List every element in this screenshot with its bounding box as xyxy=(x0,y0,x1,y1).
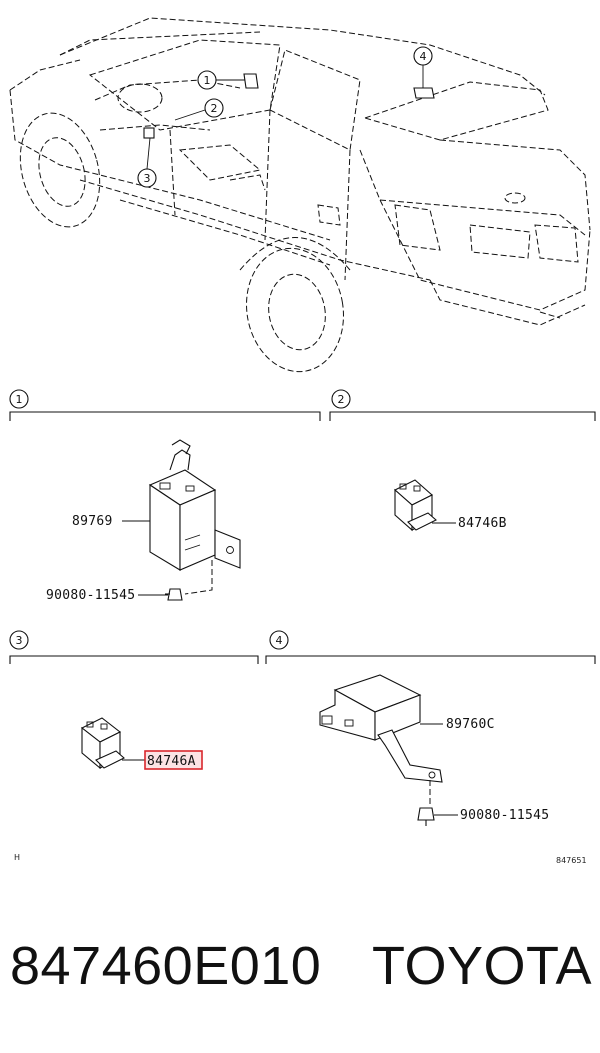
label-90080-11545-a: 90080-11545 xyxy=(46,588,135,603)
label-89769: 89769 xyxy=(72,514,113,529)
section-2-header: 2 xyxy=(329,389,596,421)
svg-text:3: 3 xyxy=(16,634,23,647)
label-89760c: 89760C xyxy=(446,717,495,732)
svg-text:3: 3 xyxy=(144,172,151,185)
svg-text:2: 2 xyxy=(211,102,218,115)
section-4-header: 4 xyxy=(265,630,596,664)
svg-text:1: 1 xyxy=(16,393,23,406)
label-84746a: 84746A xyxy=(147,754,196,769)
label-90080-11545-b: 90080-11545 xyxy=(460,808,549,823)
callout-1-locator: 1 xyxy=(197,70,259,90)
parts-diagram: 1 2 3 4 1 2 3 4 xyxy=(9,17,596,865)
callout-4-locator: 4 xyxy=(413,46,435,99)
module-89760c-drawing xyxy=(319,674,443,805)
label-84746b: 84746B xyxy=(458,516,507,531)
section-3-header: 3 xyxy=(9,630,259,664)
svg-text:4: 4 xyxy=(276,634,283,647)
switch-84746a-drawing xyxy=(80,717,125,770)
diagram-code: 847651 xyxy=(556,856,587,865)
svg-text:1: 1 xyxy=(204,74,211,87)
callout-3-locator: 3 xyxy=(137,127,157,188)
part-number-caption: 847460E010 xyxy=(10,936,322,996)
brand-caption: TOYOTA xyxy=(372,936,593,996)
corner-mark: H xyxy=(14,853,20,862)
callout-2-locator: 2 xyxy=(174,98,224,121)
label-84746a-highlight: 84746A xyxy=(144,750,203,770)
svg-text:4: 4 xyxy=(420,50,427,63)
svg-text:2: 2 xyxy=(338,393,345,406)
vehicle-illustration xyxy=(9,17,591,373)
bolt-90080-11545-b-drawing xyxy=(417,807,435,826)
module-89769-drawing xyxy=(148,439,241,595)
switch-84746b-drawing xyxy=(394,479,437,532)
bolt-90080-11545-drawing xyxy=(165,588,183,601)
section-1-header: 1 xyxy=(9,389,321,421)
